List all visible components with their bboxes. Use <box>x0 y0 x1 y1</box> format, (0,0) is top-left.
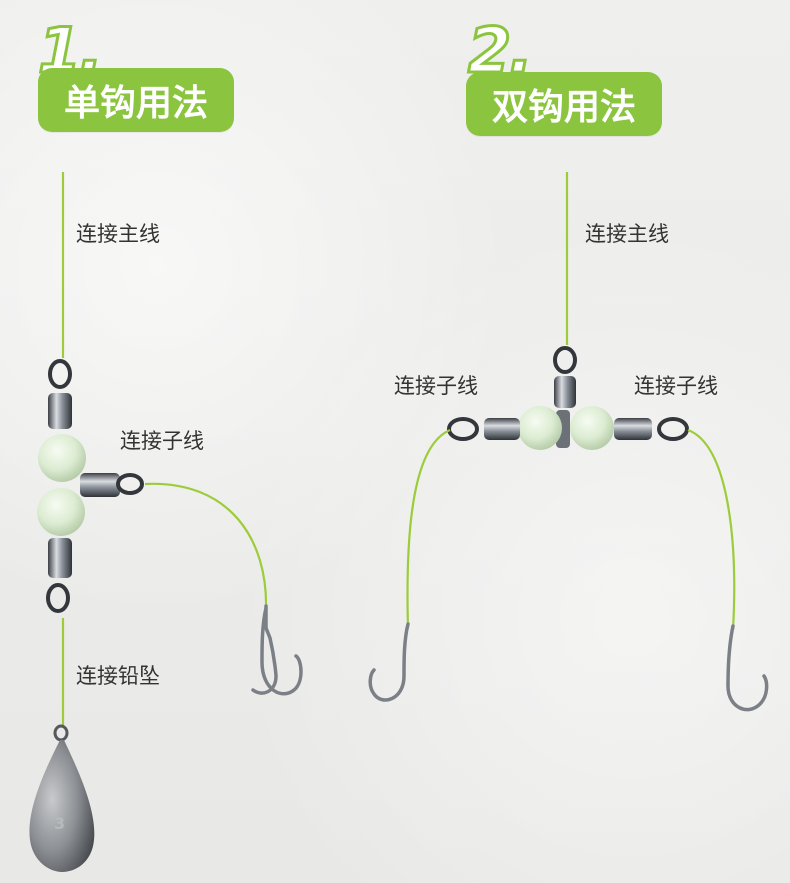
panel-2-right-sub-line <box>687 428 736 631</box>
panel-1-sub-line <box>144 482 268 611</box>
panel-2-right-hook <box>726 624 769 712</box>
panel-2-label-sub-line-right: 连接子线 <box>634 374 718 398</box>
panel-1-label-main-line: 连接主线 <box>76 222 160 246</box>
panel-2-left-sub-line <box>406 428 451 629</box>
panel-2-top-barrel <box>554 376 576 408</box>
panel-1-hook <box>251 604 303 696</box>
panel-1-bottom-ring <box>46 583 70 613</box>
panel-2-rig <box>368 172 769 712</box>
panel-1-side-ring <box>116 473 144 495</box>
panel-1-side-barrel <box>80 473 120 497</box>
panel-2-top-ring <box>553 346 577 374</box>
panel-2-label-main-line: 连接主线 <box>585 222 669 246</box>
panel-1-sinker <box>29 740 95 872</box>
panel-2-left-hook <box>368 622 410 702</box>
panel-1-bead-top <box>38 434 86 482</box>
panel-1-rig <box>29 172 303 872</box>
panel-1-label-sinker: 连接铅坠 <box>76 664 160 688</box>
panel-1-label-sub-line: 连接子线 <box>120 429 204 453</box>
panel-1-title: 单钩用法 <box>38 68 234 132</box>
panel-2-label-sub-line-left: 连接子线 <box>394 374 478 398</box>
panel-2-left-barrel <box>484 418 520 440</box>
panel-2-bead-right <box>570 406 614 450</box>
panel-1-sinker-eye <box>53 724 69 742</box>
panel-2-title: 双钩用法 <box>466 72 662 136</box>
panel-1-bead-bottom <box>37 488 85 536</box>
panel-2-bead-left <box>518 406 562 450</box>
panel-2-right-ring <box>657 417 689 441</box>
panel-1-top-barrel <box>48 393 72 429</box>
panel-1-sinker-mark: 3 <box>54 814 66 833</box>
panel-1-top-ring <box>48 359 72 389</box>
panel-2-left-ring <box>447 417 479 441</box>
panel-2-right-barrel <box>614 418 652 440</box>
panel-1-bottom-barrel <box>48 538 72 578</box>
